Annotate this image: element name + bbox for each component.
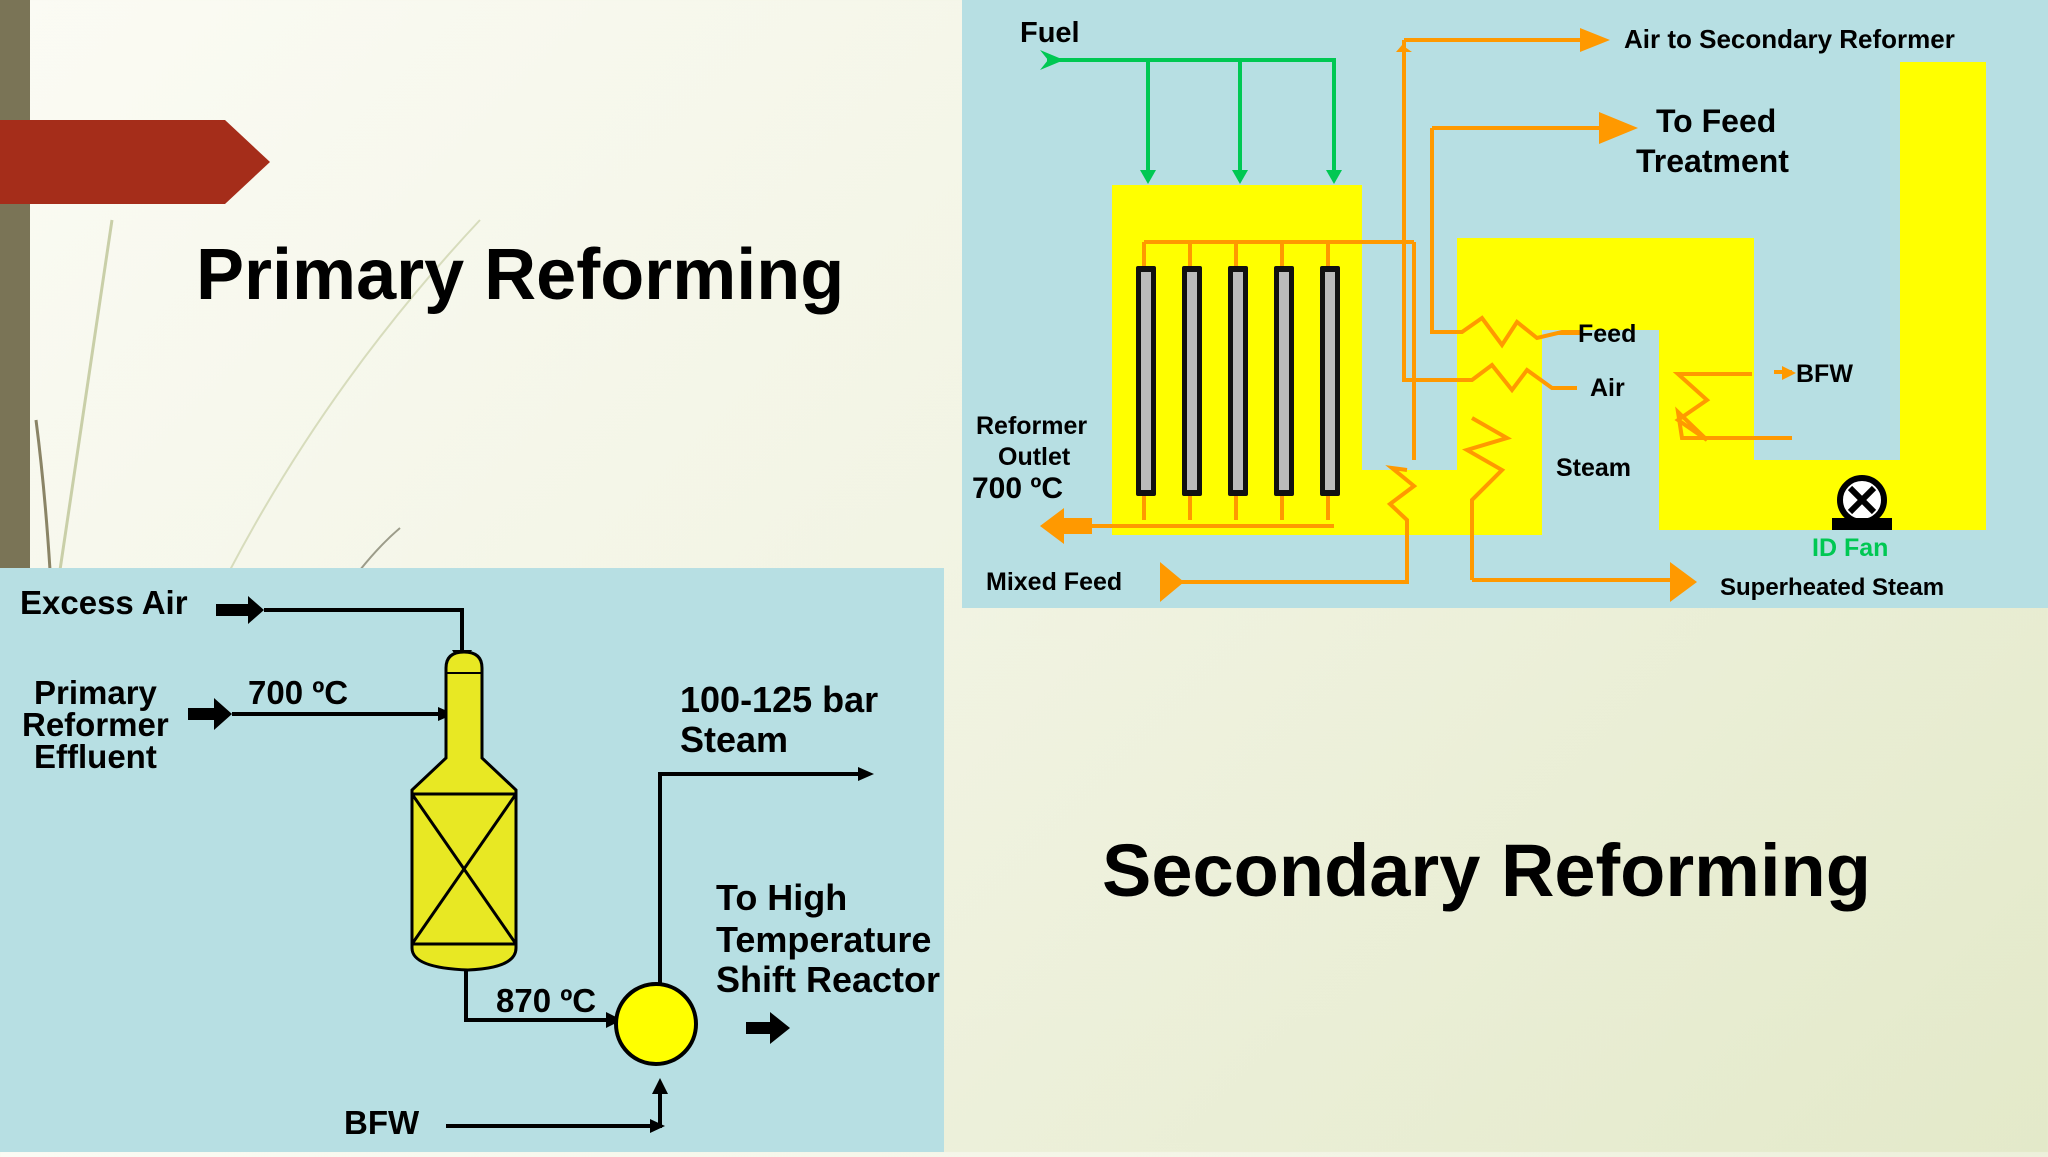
id-fan-icon — [1832, 475, 1892, 530]
label-air-to-secondary: Air to Secondary Reformer — [1624, 24, 1955, 54]
flow-arrows — [1160, 28, 1697, 602]
label-mixed-feed: Mixed Feed — [986, 568, 1122, 596]
label-superheated-steam: Superheated Steam — [1720, 574, 1944, 601]
accent-arrow-tab — [0, 120, 270, 204]
label-outlet-temp: 870 ºC — [496, 982, 596, 1019]
label-excess-air: Excess Air — [20, 584, 188, 621]
label-primary: Primary — [34, 674, 158, 711]
label-steam: Steam — [680, 719, 788, 760]
label-temperature: Temperature — [716, 919, 931, 960]
label-effluent: Effluent — [34, 738, 157, 775]
decorative-stem-bar — [0, 0, 30, 570]
label-to-high: To High — [716, 877, 847, 918]
title-primary-reforming: Primary Reforming — [196, 235, 845, 315]
label-id-fan: ID Fan — [1812, 534, 1888, 562]
title-secondary-reforming: Secondary Reforming — [1102, 829, 1871, 912]
label-steam: Steam — [1556, 454, 1631, 482]
label-outlet: Outlet — [998, 443, 1071, 471]
label-outlet-temp: 700 ºC — [972, 472, 1063, 505]
inlet-arrows — [188, 596, 790, 1044]
fuel-lines — [1047, 58, 1336, 175]
label-shift-reactor: Shift Reactor — [716, 959, 940, 1000]
convection-coils — [1179, 38, 1792, 584]
primary-reformer-diagram: Fuel Air to Secondary Reformer To Feed T… — [962, 0, 2048, 608]
reformer-furnace — [1112, 62, 1986, 535]
secondary-reformer-diagram: Excess Air Primary Reformer Effluent 700… — [0, 568, 944, 1152]
label-feed: Feed — [1578, 320, 1636, 348]
label-bfw: BFW — [344, 1104, 420, 1141]
catalyst-tubes — [1062, 240, 1416, 528]
process-lines — [232, 608, 860, 1128]
secondary-reactor — [410, 650, 518, 972]
waste-heat-boiler — [614, 982, 698, 1066]
label-air: Air — [1590, 374, 1625, 402]
label-treatment: Treatment — [1636, 143, 1789, 179]
label-steam-pressure: 100-125 bar — [680, 679, 878, 720]
fuel-arrowheads — [1040, 50, 1342, 184]
label-to-feed: To Feed — [1656, 103, 1776, 139]
label-fuel: Fuel — [1020, 17, 1080, 49]
label-bfw-top: BFW — [1796, 360, 1853, 388]
label-reformer: Reformer — [976, 412, 1087, 440]
label-inlet-temp: 700 ºC — [248, 674, 348, 711]
decorative-grass — [34, 219, 481, 571]
label-reformer: Reformer — [22, 706, 169, 743]
reformer-outlet-arrow — [1040, 508, 1092, 544]
